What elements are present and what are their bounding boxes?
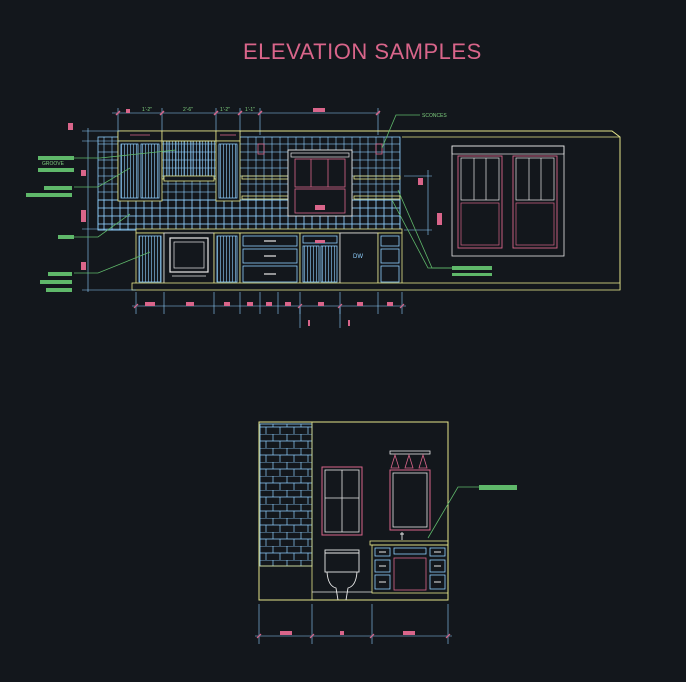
vanity-light: [389, 450, 431, 469]
drawing-title: ELEVATION SAMPLES: [243, 39, 482, 64]
dim-label-2: 2'-6": [183, 107, 193, 113]
dim-marker: [313, 108, 325, 112]
dim-label-4: 1'-1": [245, 107, 255, 113]
dim-label-1: 1'-2": [142, 107, 152, 113]
bottom-dimension-string: [132, 292, 406, 328]
faucet: [400, 532, 404, 540]
drawer-stack: [239, 232, 301, 286]
sconces-note: SCONCES: [422, 113, 447, 119]
dim-marker: [126, 109, 130, 113]
floor-line: [131, 282, 621, 291]
callout-notes-left: GROOVE: [26, 149, 177, 292]
countertop: [135, 228, 403, 234]
bottom-dimension-labels: [145, 302, 393, 326]
base-cabinet-right: [377, 232, 403, 286]
top-dimension-ticks: [115, 110, 381, 116]
bath-window: [321, 466, 363, 536]
crown-moulding: [117, 130, 163, 142]
bathroom-elevation: [255, 421, 517, 644]
bath-wall-outline: [258, 421, 449, 601]
sconce-left: [257, 143, 265, 155]
dim-label-3: 1'-2": [220, 107, 230, 113]
toilet: [324, 549, 360, 601]
range-hood: [161, 140, 217, 180]
double-window: [451, 145, 565, 257]
vanity-cabinet: [371, 544, 449, 594]
bath-dimension-string: [255, 604, 452, 644]
kitchen-elevation: 1'-2" 2'-6" 1'-2" 1'-1": [26, 107, 621, 328]
vanity-mirror: [389, 469, 431, 531]
dishwasher-label: DW: [353, 254, 363, 260]
vanity-note: [479, 485, 517, 490]
groove-note: GROOVE: [42, 161, 65, 167]
vanity-top: [369, 540, 449, 546]
ceiling-line: [118, 130, 621, 290]
callout-notes-right: SCONCES: [381, 113, 492, 276]
sconce-right: [375, 143, 383, 155]
range-oven: [163, 232, 215, 286]
brick-wall: [259, 423, 313, 567]
